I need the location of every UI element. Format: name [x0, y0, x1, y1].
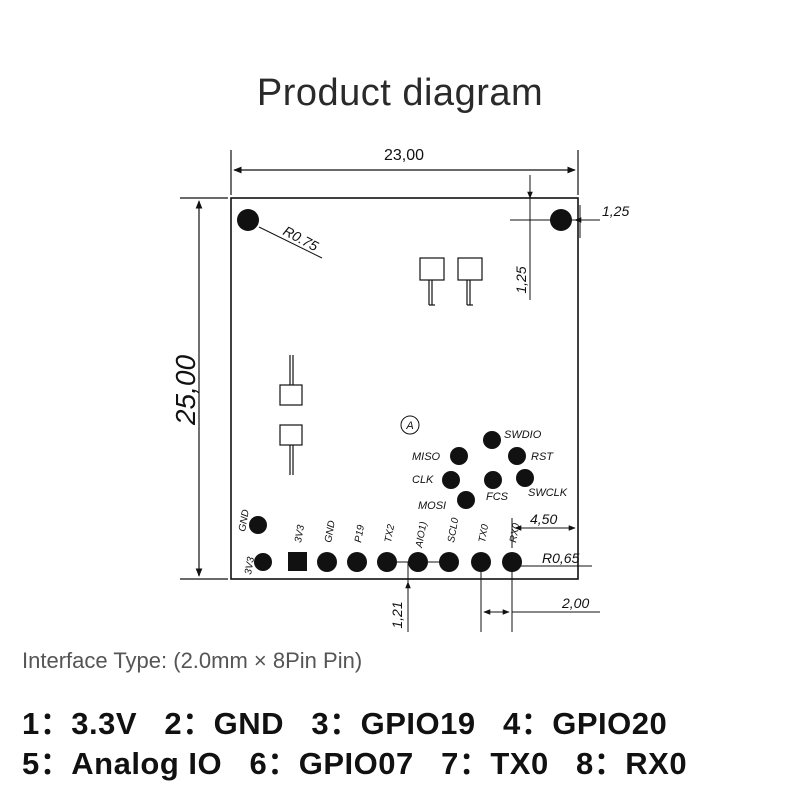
header-pin-4 — [377, 552, 397, 572]
header-label-6: SCL0 — [446, 517, 461, 544]
header-pin-8 — [502, 552, 522, 572]
pin-row-2: 5：Analog IO 6：GPIO07 7：TX0 8：RX0 — [22, 738, 687, 783]
header-label-2: GND — [323, 520, 338, 544]
pad-clk — [442, 471, 460, 489]
header-label-4: TX2 — [383, 523, 397, 543]
width-label: 23,00 — [384, 147, 424, 164]
row-offset-dim — [395, 561, 440, 632]
pin-pitch-dim — [480, 572, 600, 632]
pin-item-3: 3：GPIO19 — [311, 706, 476, 741]
label-swclk: SWCLK — [528, 487, 568, 499]
row-offset-label: 1,21 — [389, 601, 405, 628]
pad-swdio — [483, 431, 501, 449]
pin-row-1: 1：3.3V 2：GND 3：GPIO19 4：GPIO20 — [22, 698, 667, 743]
hole-radius-leader — [258, 226, 323, 259]
pin-item-6: 6：GPIO07 — [249, 746, 414, 781]
debug-pads — [442, 431, 534, 509]
hole-radius-label: R0.75 — [281, 223, 322, 255]
pad-mosi — [457, 491, 475, 509]
pin-item-1: 1：3.3V — [22, 706, 138, 741]
side-pin-gnd — [249, 516, 267, 534]
pad-swclk — [516, 469, 534, 487]
header-span-dim — [511, 518, 579, 548]
height-dimension — [180, 197, 228, 580]
header-label-7: TX0 — [477, 523, 491, 543]
mount-hole-left — [237, 209, 259, 231]
page-title: Product diagram — [256, 72, 544, 114]
pin-item-4: 4：GPIO20 — [502, 706, 668, 741]
width-dimension — [230, 150, 579, 195]
side-label-3v3: 3V3 — [243, 556, 257, 576]
label-swdio: SWDIO — [504, 429, 542, 441]
marker-a-label: A — [405, 420, 413, 432]
header-label-3: P19 — [353, 524, 367, 544]
header-pin-2 — [317, 552, 337, 572]
label-rst: RST — [531, 451, 554, 463]
header-label-8: RX0 — [508, 522, 522, 543]
pin-pitch-label: 2,00 — [561, 595, 589, 611]
header-pins — [249, 516, 522, 572]
board-diagram: 23,00 25,00 R0.75 1,25 1,25 — [170, 147, 629, 632]
header-pin-3 — [347, 552, 367, 572]
hole-offset-y-label: 1,25 — [513, 266, 529, 293]
interface-type: Interface Type: (2.0mm × 8Pin Pin) — [22, 648, 363, 673]
side-pin-3v3 — [254, 553, 272, 571]
header-label-5: AIO1) — [414, 521, 430, 550]
board-outline — [230, 197, 579, 580]
pin-item-7: 7：TX0 — [441, 746, 549, 781]
marker-a-circle — [400, 415, 420, 435]
height-label: 25,00 — [170, 355, 201, 426]
header-pin-6 — [439, 552, 459, 572]
header-label-1: 3V3 — [293, 524, 307, 544]
label-fcs: FCS — [486, 491, 509, 503]
pin-item-8: 8：RX0 — [576, 746, 688, 781]
header-span-label: 4,50 — [530, 511, 557, 527]
label-clk: CLK — [412, 474, 434, 486]
header-pin-1 — [288, 552, 307, 571]
pin-item-2: 2：GND — [164, 706, 285, 741]
side-label-gnd: GND — [237, 509, 252, 533]
label-miso: MISO — [412, 451, 441, 463]
hole-offset-x-label: 1,25 — [602, 203, 629, 219]
pad-fcs — [484, 471, 502, 489]
pin-radius-label: R0,65 — [542, 550, 580, 566]
top-components — [419, 257, 483, 306]
hole-offset-dims — [510, 175, 600, 300]
left-components — [279, 355, 303, 475]
pad-miso — [450, 447, 468, 465]
pad-rst — [508, 447, 526, 465]
header-pin-7 — [471, 552, 491, 572]
pin-item-5: 5：Analog IO — [22, 746, 223, 781]
label-mosi: MOSI — [418, 500, 446, 512]
